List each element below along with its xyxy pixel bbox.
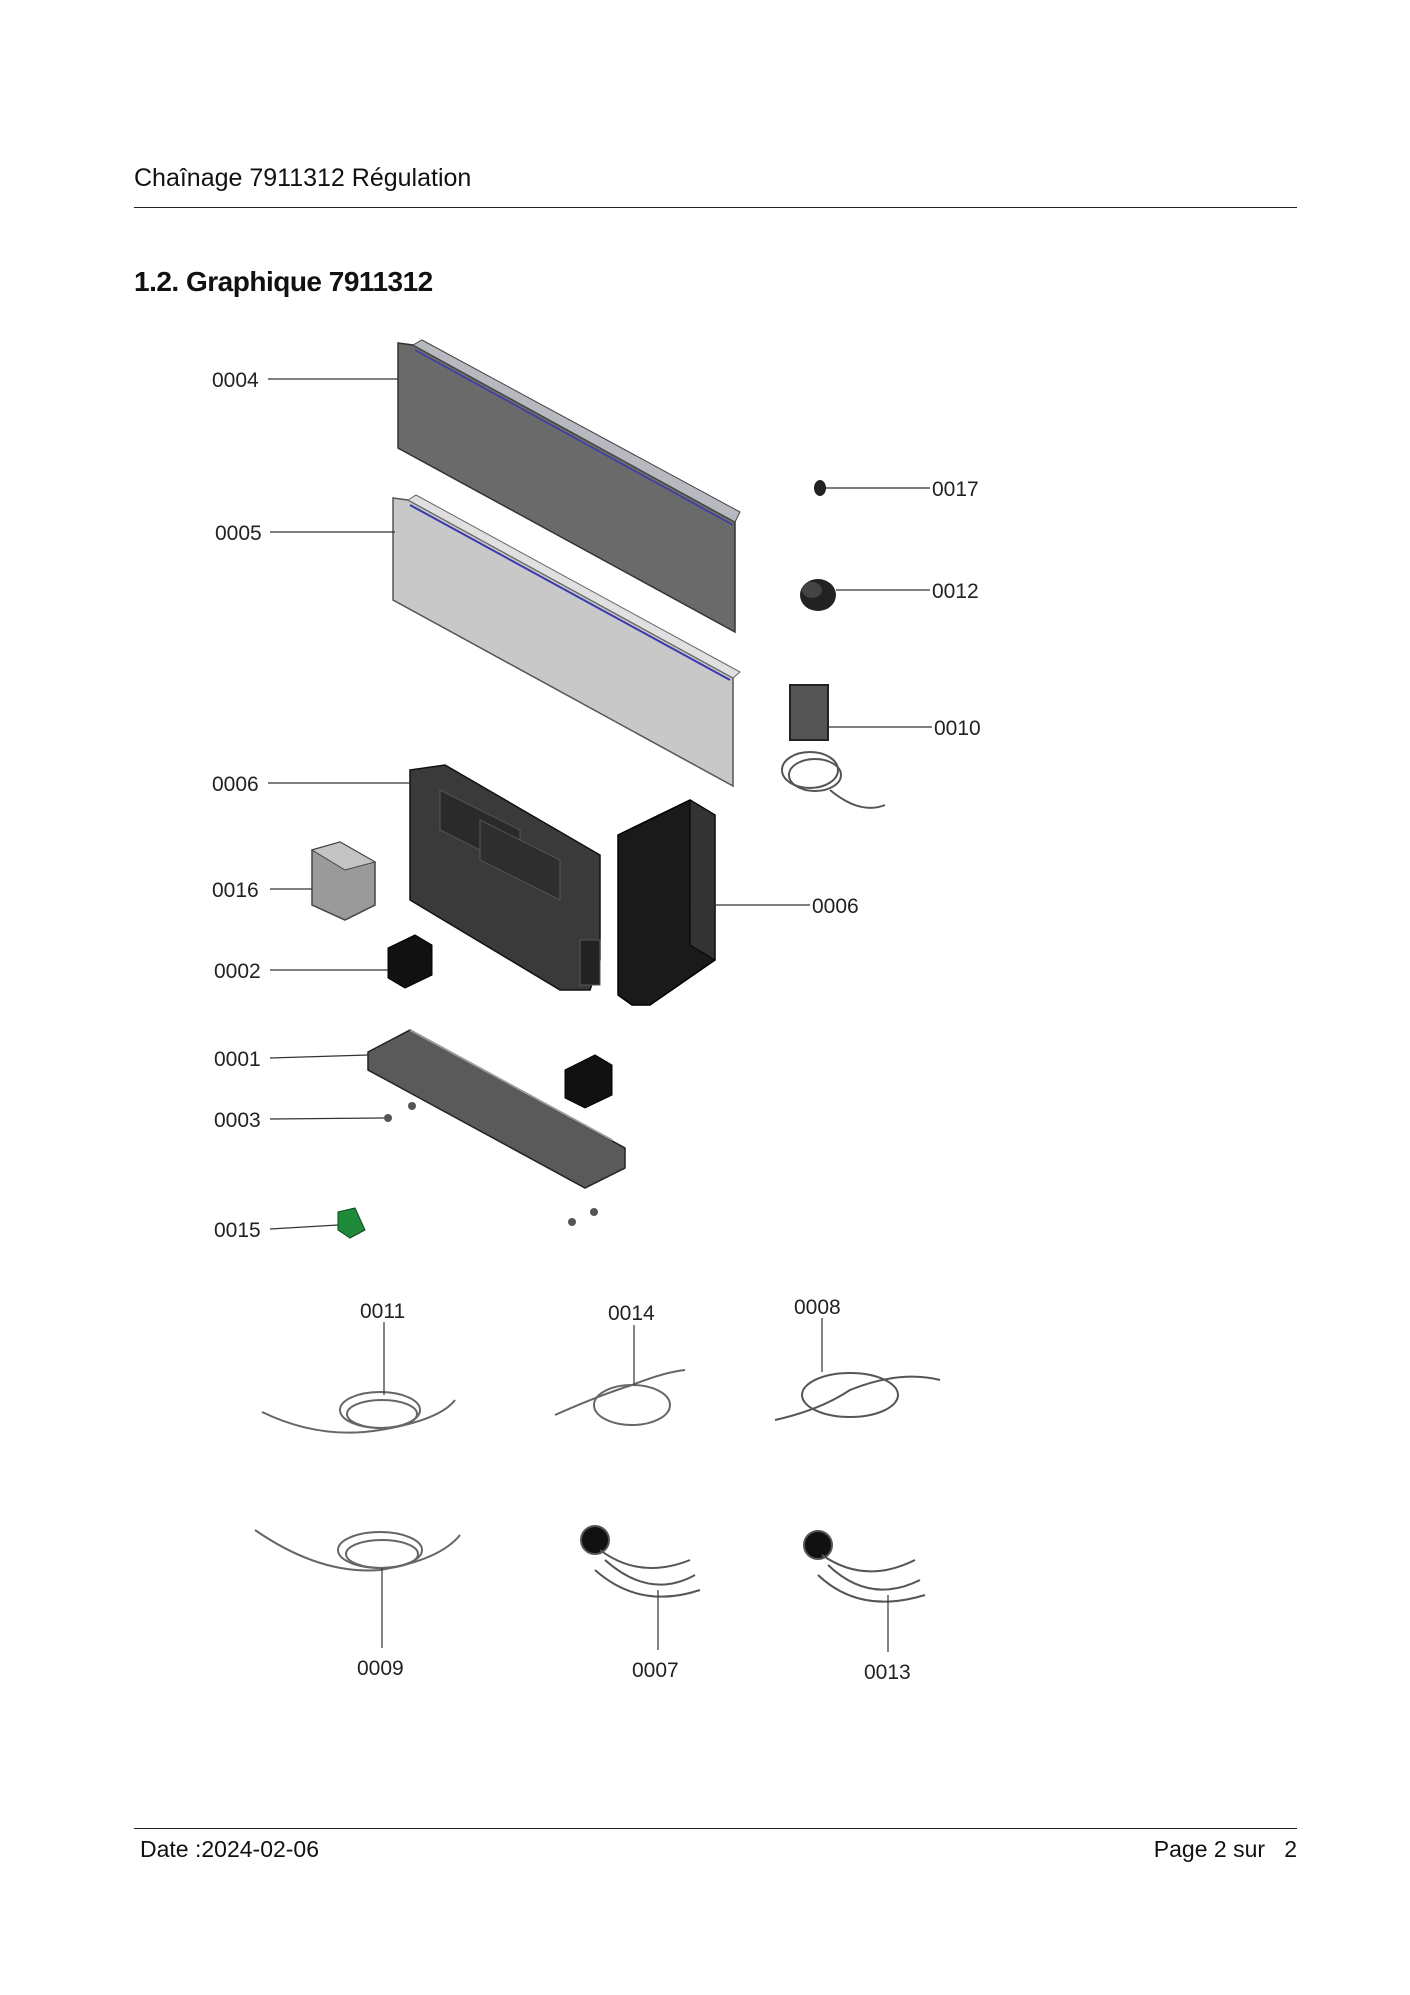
- page-number: Page 2 sur 2: [1153, 1836, 1297, 1862]
- callout-0013: 0013: [864, 1661, 911, 1684]
- part-cable-0011: [261, 1391, 456, 1434]
- part-control-box: [617, 799, 716, 1006]
- part-cable-0008: [774, 1372, 941, 1421]
- part-sensor-coil: [781, 684, 886, 809]
- callout-0008: 0008: [794, 1296, 841, 1319]
- callout-0017: 0017: [932, 478, 979, 501]
- callout-0011: 0011: [360, 1300, 405, 1323]
- callout-0002: 0002: [214, 960, 261, 983]
- callout-0015: 0015: [214, 1219, 261, 1242]
- callout-0004: 0004: [212, 369, 259, 392]
- part-green-connector: [337, 1207, 366, 1239]
- document-title: Chaînage 7911312 Régulation: [134, 164, 472, 192]
- callout-0009: 0009: [357, 1657, 404, 1680]
- part-cable-0014: [554, 1369, 686, 1426]
- callout-0010: 0010: [934, 717, 981, 740]
- part-bracket-right: [564, 1054, 613, 1109]
- part-harness-0007: [580, 1525, 701, 1598]
- callout-0001: 0001: [214, 1048, 261, 1071]
- leader-lines: [268, 378, 932, 1652]
- callout-0016: 0016: [212, 879, 259, 902]
- header-divider: [134, 207, 1297, 208]
- part-bracket-left: [387, 934, 433, 989]
- callout-0014: 0014: [608, 1302, 655, 1325]
- part-round-knob: [800, 579, 836, 611]
- callout-0012: 0012: [932, 580, 979, 603]
- part-cable-0009: [254, 1529, 461, 1572]
- part-control-housing: [409, 764, 601, 991]
- callout-0006-box: 0006: [812, 895, 859, 918]
- footer-date: Date :2024-02-06: [140, 1836, 320, 1862]
- callout-0005: 0005: [215, 522, 262, 545]
- part-screws: [384, 1102, 598, 1226]
- section-heading: 1.2. Graphique 7911312: [134, 266, 433, 297]
- callout-0007: 0007: [632, 1659, 679, 1682]
- part-small-knob: [814, 480, 826, 496]
- part-harness-0013: [803, 1530, 926, 1603]
- part-gray-module: [310, 841, 377, 921]
- part-base-rail: [367, 1029, 626, 1189]
- footer-divider: [134, 1828, 1297, 1829]
- part-front-panel-dark: [397, 339, 741, 634]
- part-front-panel-light: [392, 494, 741, 788]
- callout-0003: 0003: [214, 1109, 261, 1132]
- callout-0006-housing: 0006: [212, 773, 259, 796]
